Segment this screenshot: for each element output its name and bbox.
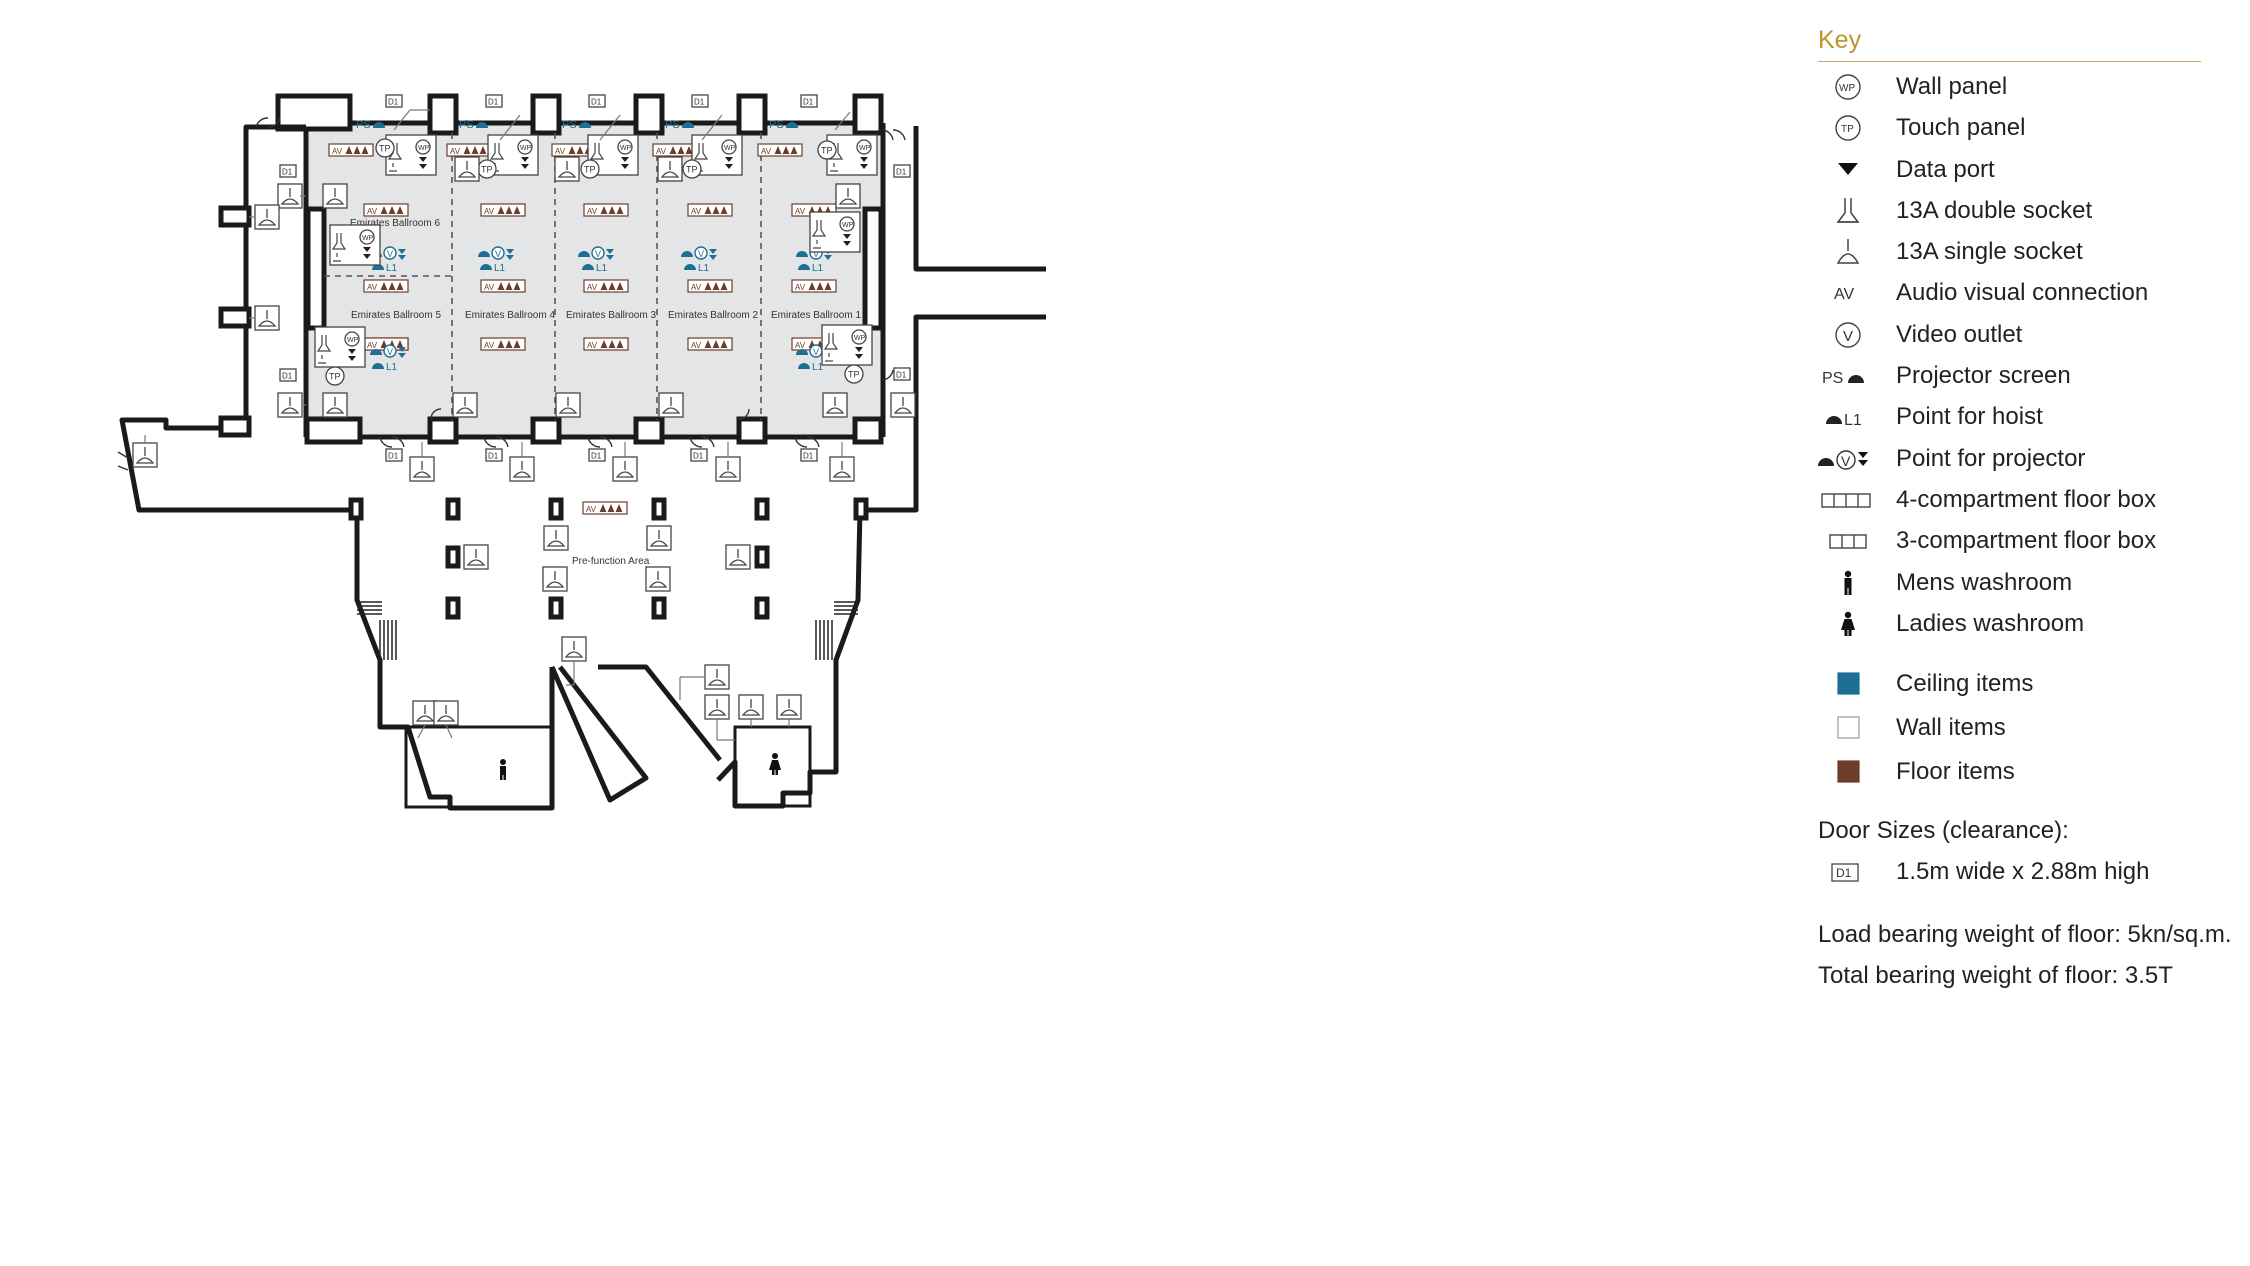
legend-label: Point for projector	[1896, 444, 2086, 472]
legend-label: Projector screen	[1896, 362, 2071, 390]
legend-row: 3-compartment floor box	[1818, 520, 2238, 561]
legend-row: WP Wall panel	[1818, 66, 2238, 107]
legend-color-label: Floor items	[1896, 758, 2015, 786]
room-label-ballroom-5: Emirates Ballroom 5	[351, 310, 441, 321]
svg-text:D1: D1	[1836, 866, 1852, 880]
color-swatch-icon	[1818, 706, 1882, 750]
svg-text:TP: TP	[1841, 124, 1854, 135]
svg-text:V: V	[1841, 453, 1851, 469]
legend-row: V Point for projector	[1818, 438, 2238, 479]
legend-row: AV Audio visual connection	[1818, 272, 2238, 313]
legend-label: 3-compartment floor box	[1896, 527, 2157, 555]
floor-plan: AV V L1 PS D1 TP WP	[117, 93, 1046, 811]
right-corridor-wall	[913, 126, 1046, 272]
svg-text:PS: PS	[1822, 370, 1843, 387]
hoist-point-icon: L1	[1818, 396, 1882, 437]
legend-row: Mens washroom	[1818, 562, 2238, 603]
door-sizes-title: Door Sizes (clearance):	[1818, 817, 2069, 845]
legend-label: Data port	[1896, 155, 1995, 183]
pillar	[275, 93, 353, 132]
door-d1-icon: D1	[1818, 851, 1882, 892]
legend-label: Ladies washroom	[1896, 609, 2085, 637]
floor-box-4-icon	[1818, 479, 1882, 520]
room-label-ballroom-4: Emirates Ballroom 4	[465, 310, 555, 321]
single-socket-icon	[1818, 231, 1882, 272]
svg-text:L1: L1	[1844, 412, 1862, 429]
legend-color-row: Wall items	[1818, 706, 2238, 750]
svg-text:V: V	[1843, 328, 1853, 345]
mens-washroom-icon	[1818, 562, 1882, 603]
svg-text:AV: AV	[1834, 286, 1854, 303]
room-label-prefunction: Pre-function Area	[572, 556, 650, 567]
legend-row: Ladies washroom	[1818, 603, 2238, 644]
legend-label: 13A single socket	[1896, 238, 2083, 266]
ladies-washroom-icon	[1818, 603, 1882, 644]
legend-color-label: Wall items	[1896, 714, 2006, 742]
load-bearing-note: Load bearing weight of floor: 5kn/sq.m.	[1818, 921, 2232, 949]
legend-row: L1 Point for hoist	[1818, 396, 2238, 437]
legend-title: Key	[1818, 26, 2201, 62]
av-icon: AV	[1818, 272, 1882, 313]
legend-label: Wall panel	[1896, 73, 2008, 100]
wall-panel-icon: WP	[1818, 66, 1882, 107]
legend-label: 13A double socket	[1896, 196, 2093, 224]
touch-panel-icon: TP	[1818, 107, 1882, 148]
room-label-ballroom-3: Emirates Ballroom 3	[566, 310, 656, 321]
legend-label: Mens washroom	[1896, 568, 2073, 596]
legend-row: 13A single socket	[1818, 231, 2238, 272]
legend-row-door: D1 1.5m wide x 2.88m high	[1818, 851, 2238, 892]
svg-text:WP: WP	[1839, 83, 1855, 94]
legend-label: Audio visual connection	[1896, 279, 2149, 307]
room-label-ballroom-1: Emirates Ballroom 1	[771, 310, 861, 321]
double-socket-icon	[1818, 190, 1882, 231]
legend-label: Touch panel	[1896, 114, 2026, 142]
room-label-ballroom-6: Emirates Ballroom 6	[350, 218, 440, 229]
legend-color-label: Ceiling items	[1896, 670, 2034, 698]
door-size-label: 1.5m wide x 2.88m high	[1896, 858, 2150, 886]
color-swatch-icon	[1818, 750, 1882, 794]
legend-label: Point for hoist	[1896, 403, 2043, 431]
legend-row: 13A double socket	[1818, 190, 2238, 231]
color-swatch-icon	[1818, 662, 1882, 706]
total-bearing-note: Total bearing weight of floor: 3.5T	[1818, 962, 2173, 990]
legend-color-row: Ceiling items	[1818, 662, 2238, 706]
legend-color-row: Floor items	[1818, 750, 2238, 794]
ladies-washroom-icon	[769, 753, 781, 775]
legend-row: Data port	[1818, 149, 2238, 190]
legend-row: PS Projector screen	[1818, 355, 2238, 396]
floor-box-3-icon	[1818, 520, 1882, 561]
room-label-ballroom-2: Emirates Ballroom 2	[668, 310, 758, 321]
legend-label: Video outlet	[1896, 320, 2023, 348]
projector-screen-icon: PS	[1818, 355, 1882, 396]
legend-row: 4-compartment floor box	[1818, 479, 2238, 520]
video-outlet-icon: V	[1818, 314, 1882, 355]
data-port-icon	[1818, 149, 1882, 190]
legend-row: V Video outlet	[1818, 314, 2238, 355]
legend-row: TP Touch panel	[1818, 107, 2238, 148]
projector-point-icon: V	[1818, 438, 1882, 479]
mens-washroom-icon	[500, 759, 506, 780]
legend-label: 4-compartment floor box	[1896, 485, 2157, 513]
